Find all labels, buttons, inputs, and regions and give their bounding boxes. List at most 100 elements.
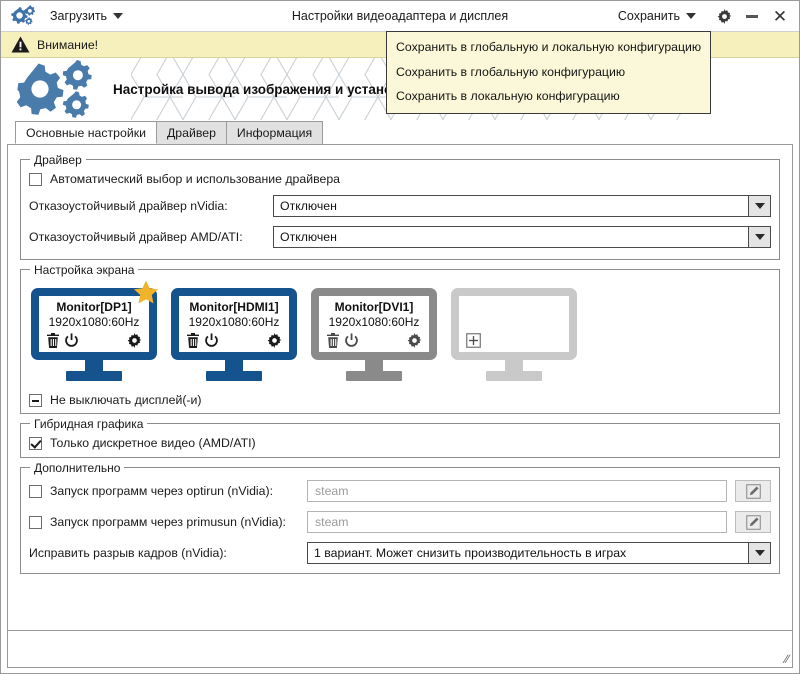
chevron-down-icon	[754, 203, 765, 209]
monitor-name: Monitor[DVI1]	[334, 300, 414, 314]
pencil-icon	[745, 514, 761, 530]
amd-driver-value: Отключен	[280, 230, 337, 244]
power-icon[interactable]	[64, 333, 79, 348]
chevron-down-icon	[113, 13, 124, 19]
monitor-card-dvi1[interactable]: Monitor[DVI1] 1920x1080:60Hz	[311, 288, 437, 381]
monitor-screen-dp1: Monitor[DP1] 1920x1080:60Hz	[31, 288, 157, 360]
trash-icon[interactable]	[46, 333, 60, 348]
monitor-list: Monitor[DP1] 1920x1080:60Hz	[29, 280, 771, 383]
monitor-actions	[326, 333, 422, 348]
gear-icon[interactable]	[127, 333, 142, 348]
optirun-checkbox[interactable]	[29, 484, 42, 498]
monitor-base	[66, 371, 122, 381]
gears-icon	[9, 5, 35, 27]
plus-icon[interactable]	[466, 333, 481, 348]
minimize-icon	[746, 14, 758, 18]
monitor-card-hdmi1[interactable]: Monitor[HDMI1] 1920x1080:60Hz	[171, 288, 297, 381]
driver-group-title: Драйвер	[30, 153, 86, 167]
amd-driver-combo[interactable]: Отключен	[273, 226, 771, 248]
discrete-video-label: Только дискретное видео (AMD/ATI)	[50, 436, 256, 450]
primusrun-input[interactable]: steam	[307, 511, 727, 533]
gear-icon[interactable]	[267, 333, 282, 348]
amd-driver-label: Отказоустойчивый драйвер AMD/ATI:	[29, 230, 243, 244]
title-bar: Загрузить Настройки видеоадаптера и дисп…	[1, 1, 799, 32]
primusrun-checkbox-row[interactable]: Запуск программ через primusun (nVidia):	[29, 515, 307, 529]
titlebar-right-controls: Сохранить ✕	[613, 3, 793, 29]
trash-icon[interactable]	[326, 333, 340, 348]
primusrun-checkbox[interactable]	[29, 515, 42, 529]
monitor-screen-add	[451, 288, 577, 360]
no-sleep-checkbox[interactable]	[29, 393, 42, 407]
primary-star-icon	[133, 280, 159, 305]
menu-item-save-global[interactable]: Сохранить в глобальную конфигурацию	[396, 64, 626, 79]
nvidia-driver-row: Отказоустойчивый драйвер nVidia: Отключе…	[29, 195, 771, 217]
monitor-actions	[466, 333, 562, 348]
no-sleep-label: Не выключать дисплей(-и)	[50, 393, 202, 407]
power-icon[interactable]	[204, 333, 219, 348]
hybrid-graphics-group-title: Гибридная графика	[30, 417, 148, 431]
tab-driver[interactable]: Драйвер	[155, 121, 227, 144]
hybrid-graphics-group: Гибридная графика Только дискретное виде…	[20, 417, 780, 458]
auto-driver-checkbox[interactable]	[29, 172, 42, 186]
trash-icon[interactable]	[186, 333, 200, 348]
close-icon: ✕	[772, 6, 788, 26]
discrete-video-checkbox[interactable]	[29, 436, 42, 450]
nvidia-driver-dropdown-arrow[interactable]	[748, 196, 770, 216]
nvidia-driver-combo[interactable]: Отключен	[273, 195, 771, 217]
monitor-base	[486, 371, 542, 381]
load-menu-button[interactable]: Загрузить	[45, 6, 128, 26]
monitor-stand	[365, 360, 383, 371]
monitor-name: Monitor[DP1]	[56, 300, 132, 314]
monitor-screen-dvi1: Monitor[DVI1] 1920x1080:60Hz	[311, 288, 437, 360]
gear-icon	[717, 8, 731, 24]
discrete-video-checkbox-row[interactable]: Только дискретное видео (AMD/ATI)	[29, 436, 256, 450]
optirun-edit-button[interactable]	[735, 480, 771, 502]
optirun-input[interactable]: steam	[307, 480, 727, 502]
screen-group: Настройка экрана Monitor[DP1] 1920x1080:…	[20, 263, 780, 414]
menu-item-save-local[interactable]: Сохранить в локальную конфигурацию	[396, 89, 620, 104]
driver-auto-row: Автоматический выбор и использование дра…	[29, 172, 771, 186]
warning-text: Внимание!	[37, 37, 99, 52]
optirun-row: Запуск программ через optirun (nVidia): …	[29, 480, 771, 502]
chevron-down-icon	[754, 550, 765, 556]
menu-item-save-global-local[interactable]: Сохранить в глобальную и локальную конфи…	[396, 40, 702, 54]
amd-driver-dropdown-arrow[interactable]	[748, 227, 770, 247]
auto-driver-checkbox-row[interactable]: Автоматический выбор и использование дра…	[29, 172, 340, 186]
monitor-actions	[186, 333, 282, 348]
monitor-stand	[225, 360, 243, 371]
nvidia-driver-label: Отказоустойчивый драйвер nVidia:	[29, 199, 228, 213]
save-menu-label: Сохранить	[617, 9, 680, 23]
optirun-label: Запуск программ через optirun (nVidia):	[50, 484, 273, 498]
no-sleep-checkbox-row[interactable]: Не выключать дисплей(-и)	[29, 393, 201, 407]
pencil-icon	[745, 483, 761, 499]
save-menu-button[interactable]: Сохранить	[613, 6, 701, 26]
minimize-button[interactable]	[739, 3, 765, 29]
chevron-down-icon	[686, 13, 696, 19]
optirun-checkbox-row[interactable]: Запуск программ через optirun (nVidia):	[29, 484, 307, 498]
monitor-card-dp1[interactable]: Monitor[DP1] 1920x1080:60Hz	[31, 280, 158, 381]
close-button[interactable]: ✕	[767, 3, 793, 29]
screen-group-title: Настройка экрана	[30, 263, 139, 277]
monitor-card-add[interactable]	[451, 288, 577, 381]
resize-grip-icon[interactable]: ∕∕	[784, 652, 789, 666]
extra-group-title: Дополнительно	[30, 461, 125, 475]
primusrun-label: Запуск программ через primusun (nVidia):	[50, 515, 286, 529]
tearing-fix-combo[interactable]: 1 вариант. Может снизить производительно…	[307, 542, 771, 564]
tab-main-settings[interactable]: Основные настройки	[15, 121, 157, 144]
tearing-fix-label: Исправить разрыв кадров (nVidia):	[29, 546, 227, 560]
tearing-fix-row: Исправить разрыв кадров (nVidia): 1 вари…	[29, 542, 771, 564]
tearing-fix-dropdown-arrow[interactable]	[748, 543, 770, 563]
primusrun-edit-button[interactable]	[735, 511, 771, 533]
gear-icon[interactable]	[407, 333, 422, 348]
monitor-screen-hdmi1: Monitor[HDMI1] 1920x1080:60Hz	[171, 288, 297, 360]
tab-information[interactable]: Информация	[225, 121, 324, 144]
no-sleep-row: Не выключать дисплей(-и)	[29, 393, 771, 407]
primusrun-row: Запуск программ через primusun (nVidia):…	[29, 511, 771, 533]
auto-driver-label: Автоматический выбор и использование дра…	[50, 172, 340, 186]
discrete-video-row: Только дискретное видео (AMD/ATI)	[29, 436, 771, 450]
amd-driver-row: Отказоустойчивый драйвер AMD/ATI: Отключ…	[29, 226, 771, 248]
settings-gear-button[interactable]	[711, 3, 737, 29]
save-dropdown-menu[interactable]: Сохранить в глобальную и локальную конфи…	[386, 31, 711, 114]
monitor-actions	[46, 333, 142, 348]
power-icon[interactable]	[344, 333, 359, 348]
